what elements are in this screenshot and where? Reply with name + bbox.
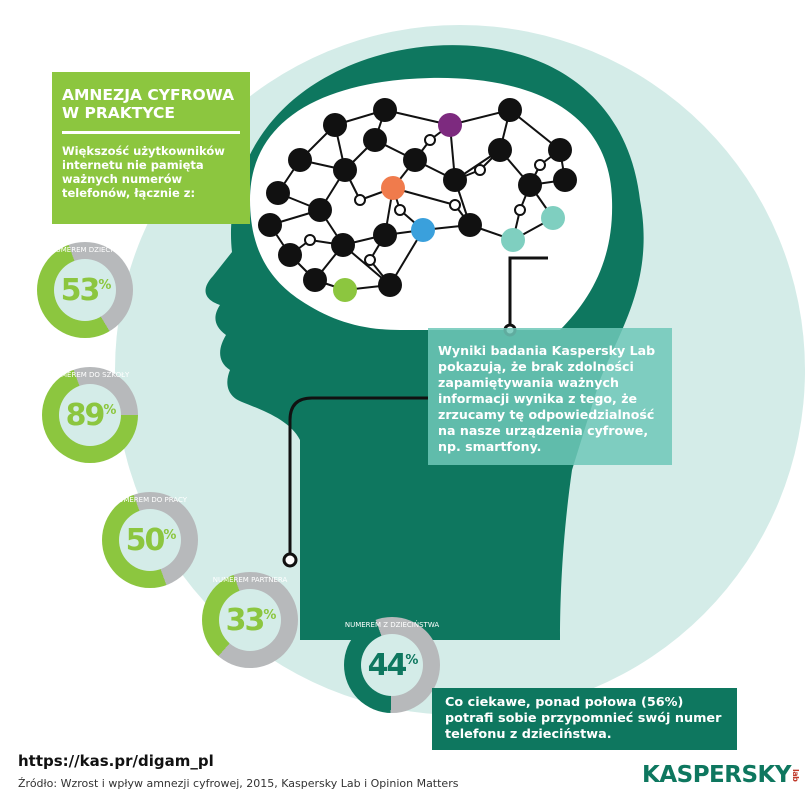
brain-network [258, 98, 577, 302]
stat-donut: 89% NUMEREM DO SZKOŁY [42, 367, 138, 463]
network-node [373, 98, 397, 122]
network-node [518, 173, 542, 197]
intro-box: AMNEZJA CYFROWA W PRAKTYCE Większość uży… [52, 72, 250, 224]
network-node [363, 128, 387, 152]
network-node [288, 148, 312, 172]
network-node [474, 164, 486, 176]
stat-unit: % [98, 277, 111, 293]
network-node [331, 233, 355, 257]
network-node [308, 198, 332, 222]
network-node [488, 138, 512, 162]
logo-text: KASPERSKY [642, 762, 792, 788]
stat-unit: % [405, 652, 418, 668]
network-node [443, 168, 467, 192]
stat-unit: % [103, 402, 116, 418]
network-node [403, 148, 427, 172]
network-node [498, 98, 522, 122]
connector-line [508, 256, 548, 328]
network-node [458, 213, 482, 237]
kaspersky-logo: KASPERSKYlab [642, 762, 800, 788]
network-node [323, 113, 347, 137]
stat-value: 89 [65, 397, 106, 433]
stat-donut: 33% NUMEREM PARTNERA [202, 572, 298, 668]
stat-value: 53 [60, 272, 101, 308]
network-node [534, 159, 546, 171]
connector-line [288, 396, 428, 555]
stat-label: NUMEREM DZIECKA [50, 246, 120, 254]
intro-text: Większość użytkowników internetu nie pam… [62, 144, 225, 200]
stat-unit: % [263, 607, 276, 623]
network-node [553, 168, 577, 192]
network-node [548, 138, 572, 162]
network-node [304, 234, 316, 246]
network-node [303, 268, 327, 292]
logo-sub: lab [791, 769, 801, 782]
stat-label: NUMEREM DO PRACY [112, 496, 187, 504]
network-node [258, 213, 282, 237]
connector-dot [282, 552, 298, 568]
network-node [373, 223, 397, 247]
network-node [364, 254, 376, 266]
research-note: Wyniki badania Kaspersky Lab pokazują, ż… [428, 328, 672, 465]
source-text: Źródło: Wzrost i wpływ amnezji cyfrowej,… [18, 777, 459, 790]
stat-donut: 50% NUMEREM DO PRACY [102, 492, 198, 588]
network-node [381, 176, 405, 200]
divider [62, 131, 240, 134]
network-node [333, 158, 357, 182]
network-node [501, 228, 525, 252]
network-node [378, 273, 402, 297]
stat-label: NUMEREM PARTNERA [212, 576, 288, 584]
stat-donut: 53% NUMEREM DZIECKA [37, 242, 133, 338]
network-node [438, 113, 462, 137]
network-node [411, 218, 435, 242]
network-node [394, 204, 406, 216]
stat-value: 33 [225, 602, 266, 638]
page-title: AMNEZJA CYFROWA W PRAKTYCE [62, 86, 235, 122]
stat-donut: 44% NUMEREM Z DZIECIŃSTWA [344, 617, 440, 713]
network-node [333, 278, 357, 302]
stat-label: NUMEREM DO SZKOŁY [50, 371, 130, 379]
stat-value: 50 [125, 522, 166, 558]
network-node [514, 204, 526, 216]
url-link[interactable]: https://kas.pr/digam_pl [18, 752, 214, 770]
stat-unit: % [163, 527, 176, 543]
network-node [541, 206, 565, 230]
network-node [449, 199, 461, 211]
brain-area [250, 77, 613, 331]
network-node [278, 243, 302, 267]
network-node [266, 181, 290, 205]
network-node [424, 134, 436, 146]
network-node [354, 194, 366, 206]
childhood-note: Co ciekawe, ponad połowa (56%) potrafi s… [432, 688, 737, 750]
stat-label: NUMEREM Z DZIECIŃSTWA [344, 621, 440, 629]
stat-value: 44 [367, 647, 408, 683]
